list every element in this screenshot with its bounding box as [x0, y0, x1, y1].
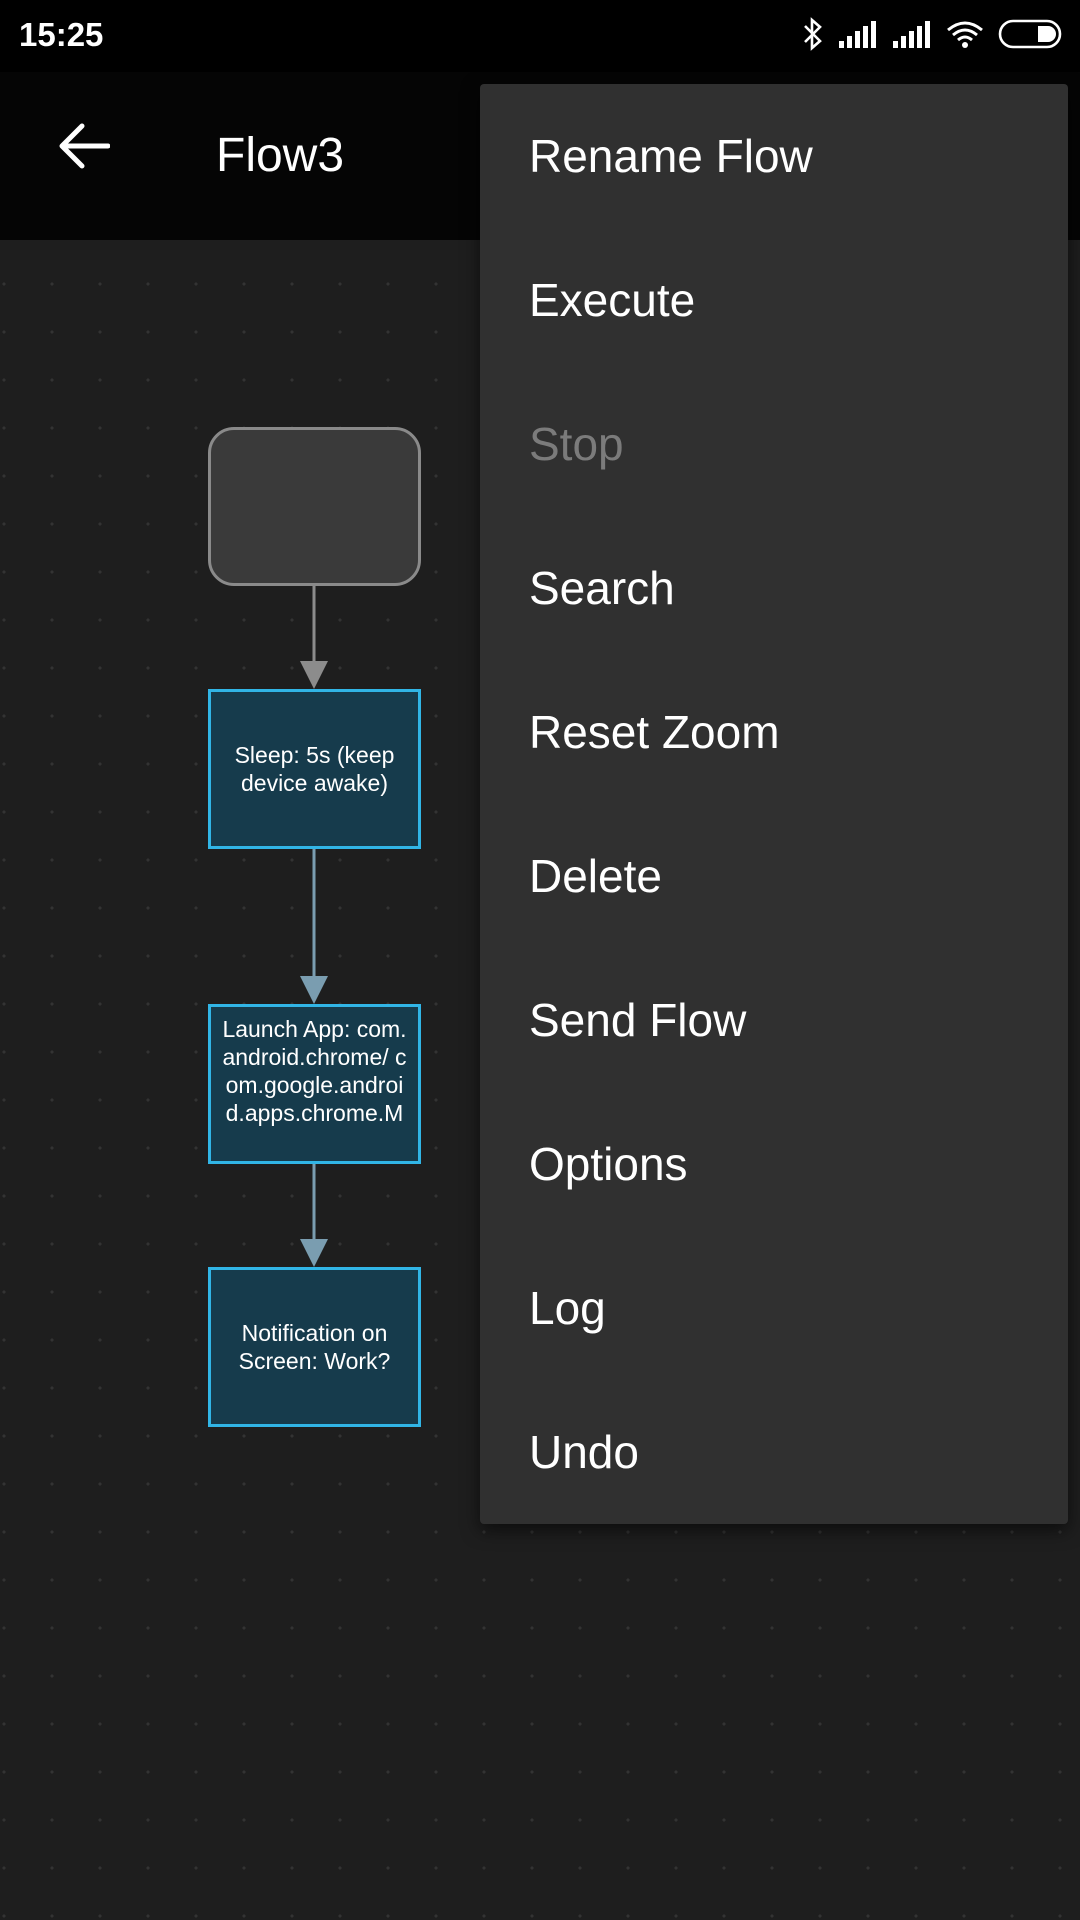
menu-item-rename-flow[interactable]: Rename Flow	[529, 130, 813, 182]
wifi-icon	[946, 19, 984, 54]
arrow-back-icon	[58, 122, 111, 175]
flow-node-launch-app[interactable]: Launch App: com.android.chrome/ com.goog…	[208, 1004, 421, 1164]
node-label: Sleep: 5s (keep device awake)	[234, 742, 395, 796]
battery-icon	[998, 19, 1064, 54]
menu-item-delete[interactable]: Delete	[529, 850, 662, 902]
menu-item-reset-zoom[interactable]: Reset Zoom	[529, 706, 780, 758]
node-label: Launch App: com.android.chrome/ com.goog…	[222, 1016, 407, 1126]
flow-node-notification[interactable]: Notification on Screen: Work?	[208, 1267, 421, 1427]
back-button[interactable]	[44, 108, 124, 188]
signal-icon	[892, 19, 932, 54]
status-time: 15:25	[19, 16, 104, 53]
flow-node-sleep[interactable]: Sleep: 5s (keep device awake)	[208, 689, 421, 849]
page-title: Flow3	[216, 129, 345, 182]
menu-item-execute[interactable]: Execute	[529, 274, 696, 326]
menu-item-send-flow[interactable]: Send Flow	[529, 994, 747, 1046]
node-label: Notification on Screen: Work?	[238, 1320, 391, 1374]
status-bar: 15:25	[0, 0, 1080, 72]
menu-item-stop: Stop	[529, 418, 624, 470]
overflow-menu: Rename Flow Execute Stop Search Reset Zo…	[480, 84, 1068, 1524]
bluetooth-icon	[802, 16, 824, 56]
status-icons	[802, 16, 1064, 56]
menu-item-log[interactable]: Log	[529, 1282, 606, 1334]
signal-icon	[838, 19, 878, 54]
menu-item-undo[interactable]: Undo	[529, 1426, 639, 1478]
flow-start-node[interactable]	[208, 427, 421, 586]
menu-item-options[interactable]: Options	[529, 1138, 688, 1190]
menu-item-search[interactable]: Search	[529, 562, 675, 614]
